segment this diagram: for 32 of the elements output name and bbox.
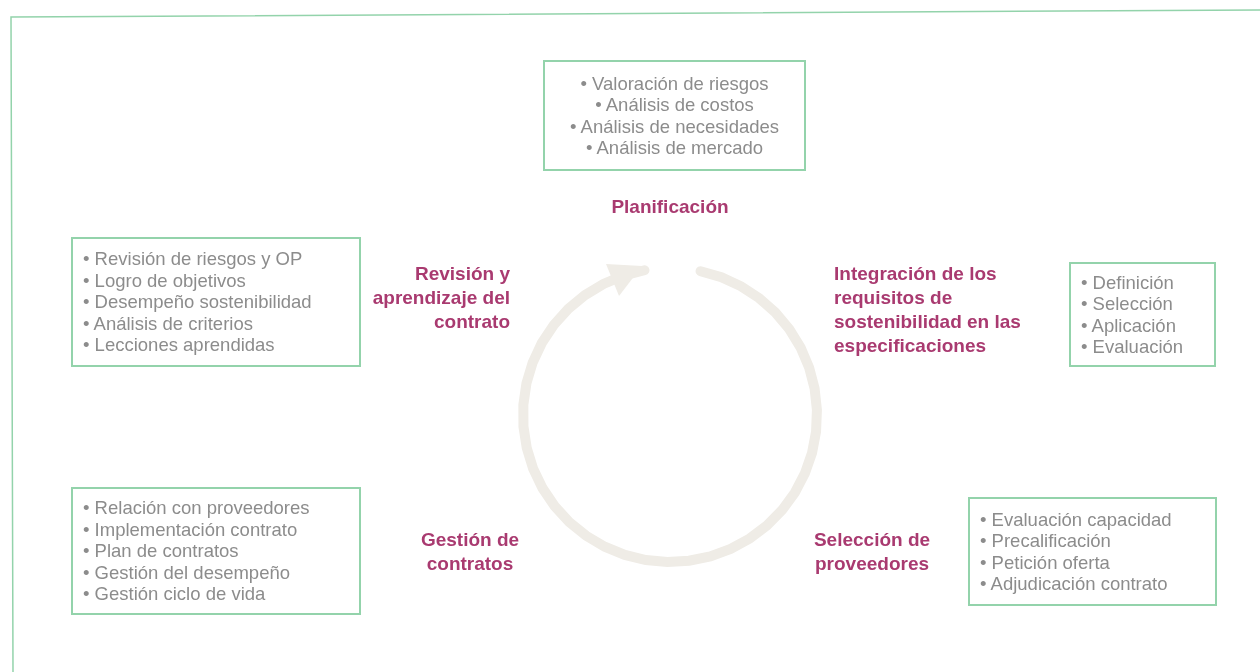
list-item: • Implementación contrato <box>83 518 299 541</box>
list-item: • Relación con proveedores <box>83 497 311 519</box>
list-item: • Análisis de costos <box>594 94 755 116</box>
list-box <box>71 237 361 367</box>
stage-title: Planificación <box>610 195 730 219</box>
list-item: • Valoración de riesgos <box>579 72 770 94</box>
list-item: • Aplicación <box>1081 314 1177 336</box>
list-item: • Lecciones aprendidas <box>83 334 276 356</box>
list-item: • Evaluación capacidad <box>980 508 1173 530</box>
list-item: • Evaluación <box>1081 336 1185 358</box>
list-item: • Petición oferta <box>980 551 1111 573</box>
list-box <box>71 487 361 615</box>
list-item: • Gestión del desempeño <box>83 561 292 584</box>
list-item: • Definición <box>1081 271 1175 293</box>
list-item: • Análisis de mercado <box>584 137 765 159</box>
stage-title: Integración de los requisitos de sostenibilidad en las especificaciones <box>834 262 1022 358</box>
list-item: • Análisis de criterios <box>83 312 254 335</box>
list-box <box>543 60 806 171</box>
stage-title: Gestión de contratos <box>419 528 521 576</box>
list-box <box>1069 262 1216 367</box>
list-item: • Adjudicación contrato <box>980 573 1169 595</box>
list-item: • Revisión de riesgos y OP <box>83 248 304 270</box>
list-item: • Análisis de necesidades <box>568 115 781 137</box>
stage-title: Selección de proveedores <box>812 528 932 576</box>
list-item: • Selección <box>1081 293 1174 315</box>
list-item: • Plan de contratos <box>83 540 240 562</box>
list-item: • Precalificación <box>980 530 1112 552</box>
list-item: • Logro de objetivos <box>83 269 247 292</box>
stage-title: Revisión y aprendizaje del contrato <box>371 262 510 334</box>
list-item: • Desempeño sostenibilidad <box>83 291 313 313</box>
list-item: • Gestión ciclo de vida <box>83 583 267 605</box>
list-box <box>968 497 1217 606</box>
